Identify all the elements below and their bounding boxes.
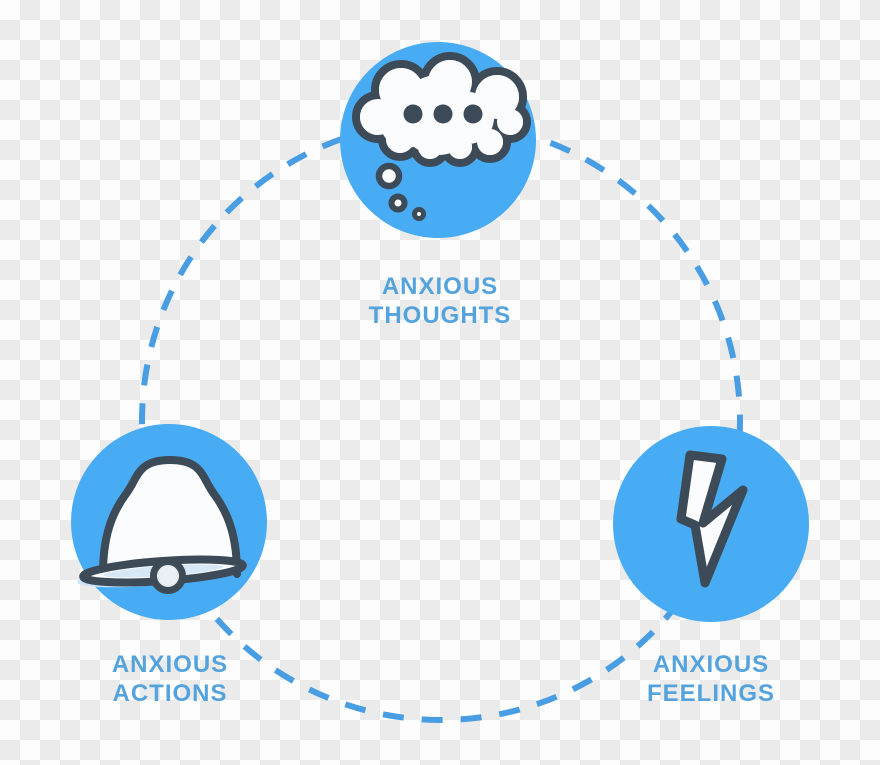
label-line: ACTIONS (112, 680, 228, 707)
label-line: ANXIOUS (652, 651, 770, 678)
trailing-bubbles (375, 162, 426, 221)
label-line: THOUGHTS (368, 302, 512, 329)
label-line: FEELINGS (646, 680, 775, 707)
node-anxious-actions (71, 424, 267, 620)
label-anxious-thoughts: ANXIOUS THOUGHTS (310, 272, 570, 330)
label-line: ANXIOUS (111, 651, 229, 678)
label-line: ANXIOUS (381, 273, 499, 300)
lightning-bolt-icon (676, 450, 748, 588)
label-anxious-feelings: ANXIOUS FEELINGS (581, 650, 841, 708)
node-anxious-thoughts (340, 42, 536, 238)
thought-bubble-icon (352, 52, 531, 221)
node-anxious-feelings (613, 426, 809, 622)
bell-icon (77, 456, 247, 594)
bell-clapper (150, 558, 186, 594)
label-anxious-actions: ANXIOUS ACTIONS (40, 650, 300, 708)
ellipsis-dots (403, 104, 483, 124)
